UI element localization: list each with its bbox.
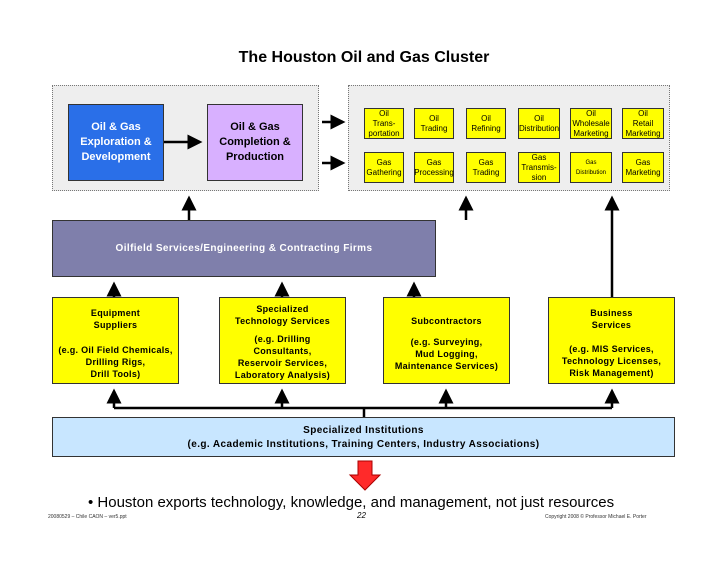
specialized-technology-heading: Specialized Technology Services: [234, 304, 331, 326]
subcontractors-examples: (e.g. Surveying, Mud Logging, Maintenanc…: [394, 337, 499, 371]
subcontractors-heading: Subcontractors: [411, 316, 482, 326]
page-number: 22: [357, 511, 366, 520]
red-down-arrow: [348, 460, 382, 491]
gas-marketing-box: Gas Marketing: [622, 152, 664, 183]
oil-transportation-box: Oil Trans- portation: [364, 108, 404, 139]
specialized-technology-examples: (e.g. Drilling Consultants, Reservoir Se…: [234, 334, 331, 380]
specialized-technology-box: Specialized Technology Services (e.g. Dr…: [219, 297, 346, 384]
gas-transmission-box: Gas Transmis- sion: [518, 152, 560, 183]
gas-gathering-box: Gas Gathering: [364, 152, 404, 183]
institutions-examples: (e.g. Academic Institutions, Training Ce…: [187, 439, 540, 450]
oil-refining-box: Oil Refining: [466, 108, 506, 139]
business-services-box: Business Services (e.g. MIS Services, Te…: [548, 297, 675, 384]
subcontractors-box: Subcontractors (e.g. Surveying, Mud Logg…: [383, 297, 510, 384]
footer-copyright: Copyright 2008 © Professor Michael E. Po…: [545, 514, 647, 520]
gas-processing-box: Gas Processing: [414, 152, 454, 183]
equipment-suppliers-examples: (e.g. Oil Field Chemicals, Drilling Rigs…: [58, 345, 173, 379]
business-services-examples: (e.g. MIS Services, Technology Licenses,…: [561, 344, 662, 378]
business-services-heading: Business Services: [590, 308, 633, 330]
oil-wholesale-marketing-box: Oil Wholesale Marketing: [570, 108, 612, 139]
page-title: The Houston Oil and Gas Cluster: [238, 49, 490, 66]
oil-trading-box: Oil Trading: [414, 108, 454, 139]
completion-box: Oil & Gas Completion & Production: [207, 104, 303, 181]
specialized-institutions-bar: Specialized Institutions (e.g. Academic …: [52, 417, 675, 457]
equipment-suppliers-box: Equipment Suppliers (e.g. Oil Field Chem…: [52, 297, 179, 384]
oil-retail-marketing-box: Oil Retail Marketing: [622, 108, 664, 139]
gas-trading-box: Gas Trading: [466, 152, 506, 183]
oilfield-services-bar: Oilfield Services/Engineering & Contract…: [52, 220, 436, 277]
takeaway-bullet: • Houston exports technology, knowledge,…: [88, 494, 615, 511]
oil-distribution-box: Oil Distribution: [518, 108, 560, 139]
footer-filename: 20080529 – Chile CAON – ver5.ppt: [48, 514, 127, 520]
equipment-suppliers-heading: Equipment Suppliers: [90, 308, 141, 330]
institutions-heading: Specialized Institutions: [303, 425, 424, 436]
exploration-box: Oil & Gas Exploration & Development: [68, 104, 164, 181]
gas-distribution-box: Gas Distribution: [570, 152, 612, 183]
